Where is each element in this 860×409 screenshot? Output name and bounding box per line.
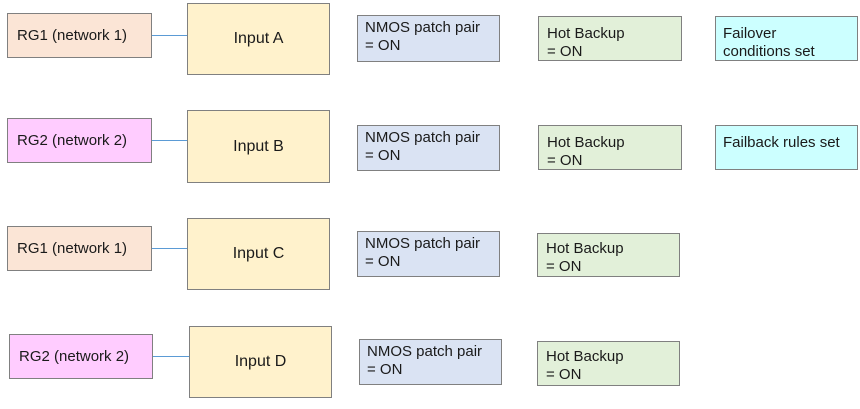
- nmos-label: NMOS patch pair: [367, 343, 483, 360]
- input-box-row-1: Input A: [187, 3, 330, 75]
- input-label: Input C: [232, 245, 285, 262]
- nmos-box-row-1: NMOS patch pair = ON: [357, 15, 500, 62]
- nmos-label: NMOS patch pair: [365, 235, 481, 252]
- source-box-row-3: RG1 (network 1): [7, 226, 152, 271]
- hot-backup-box-row-2: Hot Backup = ON: [538, 125, 682, 170]
- nmos-value: = ON: [365, 147, 401, 164]
- hot-backup-box-row-3: Hot Backup = ON: [537, 233, 680, 277]
- connector-line: [152, 140, 187, 141]
- nmos-box-row-3: NMOS patch pair = ON: [357, 231, 500, 277]
- nmos-label: NMOS patch pair: [365, 19, 481, 36]
- failback-label: Failback rules set: [723, 134, 840, 151]
- hot-backup-box-row-4: Hot Backup = ON: [537, 341, 680, 386]
- nmos-value: = ON: [365, 37, 401, 54]
- source-label: RG1 (network 1): [17, 239, 128, 257]
- source-box-row-4: RG2 (network 2): [9, 334, 153, 379]
- nmos-box-row-4: NMOS patch pair = ON: [359, 339, 502, 385]
- source-label: RG2 (network 2): [17, 131, 128, 149]
- connector-line: [152, 35, 187, 36]
- input-label: Input D: [234, 353, 287, 370]
- input-box-row-3: Input C: [187, 218, 330, 290]
- input-box-row-2: Input B: [187, 110, 330, 183]
- source-label: RG2 (network 2): [19, 347, 130, 365]
- hot-backup-box-row-1: Hot Backup = ON: [538, 16, 682, 61]
- hot-backup-label: Hot Backup: [547, 134, 625, 151]
- hot-backup-label: Hot Backup: [546, 240, 624, 257]
- nmos-box-row-2: NMOS patch pair = ON: [357, 125, 500, 171]
- input-label: Input B: [233, 137, 284, 155]
- source-box-row-2: RG2 (network 2): [7, 118, 152, 163]
- source-box-row-1: RG1 (network 1): [7, 13, 152, 58]
- hot-backup-value: = ON: [547, 152, 583, 169]
- hot-backup-value: = ON: [546, 258, 582, 275]
- input-box-row-4: Input D: [189, 326, 332, 398]
- connector-line: [152, 248, 187, 249]
- hot-backup-label: Hot Backup: [547, 25, 625, 42]
- nmos-value: = ON: [365, 253, 401, 270]
- input-label: Input A: [233, 30, 284, 47]
- failover-box: Failover conditions set: [715, 16, 858, 61]
- failback-box: Failback rules set: [715, 125, 858, 170]
- nmos-label: NMOS patch pair: [365, 129, 481, 146]
- source-label: RG1 (network 1): [17, 26, 128, 44]
- failover-label-line-2: conditions set: [723, 43, 815, 60]
- nmos-value: = ON: [367, 361, 403, 378]
- hot-backup-value: = ON: [546, 366, 582, 383]
- failover-label-line-1: Failover: [723, 25, 777, 42]
- connector-line: [153, 356, 189, 357]
- hot-backup-value: = ON: [547, 43, 583, 60]
- hot-backup-label: Hot Backup: [546, 348, 624, 365]
